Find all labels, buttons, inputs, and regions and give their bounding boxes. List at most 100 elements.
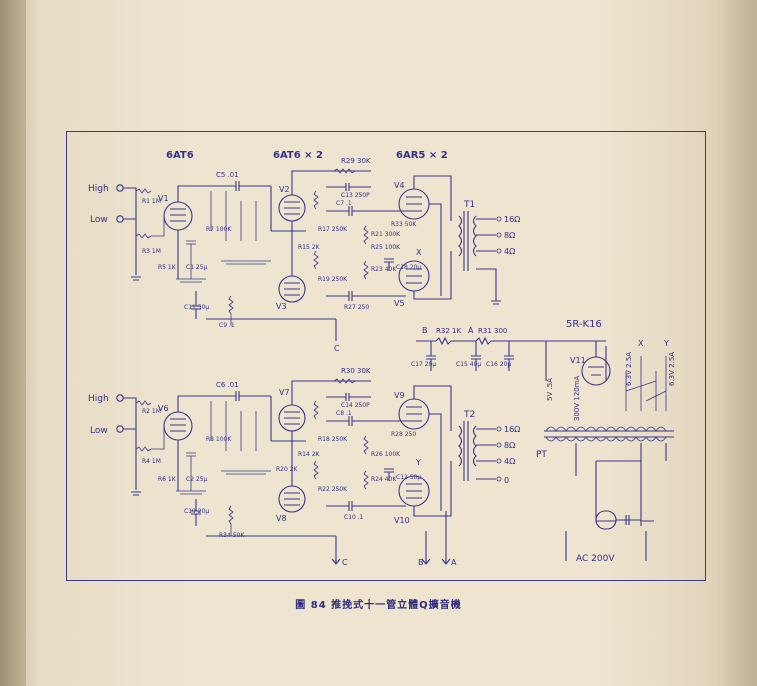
bus-b-label-b: B [418, 558, 424, 567]
r1-label: R1 1M [142, 198, 161, 205]
r2-label: R2 1M [142, 408, 161, 415]
tube-label-v10: V10 [394, 516, 410, 525]
r30-label: R30 30K [341, 367, 371, 375]
tap-8-a: 8Ω [504, 231, 515, 240]
tube-type-v2: 6AT6 × 2 [273, 150, 323, 161]
heater-63v-a-label: 6.3V 2.5A [625, 352, 633, 386]
c9-label: R27 250 [344, 304, 369, 311]
tube-label-v2: V2 [279, 185, 290, 194]
input-high-jack-b [116, 394, 124, 402]
c19-label: C19 20μ [184, 508, 209, 515]
bus-a-label-b: A [451, 558, 457, 567]
c2-label: C2 25μ [186, 476, 208, 483]
bus-c-label-a: C [334, 344, 340, 353]
c11-label: C18 20μ [396, 264, 421, 271]
figure-caption: 圖 84 推挽式十一管立體Q擴音機 [295, 600, 462, 611]
mains-label: AC 200V [576, 554, 615, 564]
c16-label: C16 20μ [486, 361, 511, 368]
r31-label: R31 300 [478, 327, 507, 335]
schematic-frame [66, 131, 706, 581]
r7-label: R7 100K [206, 226, 232, 233]
transformer-t1-label: T1 [463, 200, 475, 210]
r24-label: R24 40K [371, 476, 397, 483]
c10-label: C10 .1 [344, 514, 364, 521]
input-low-jack-b [116, 425, 124, 433]
tube-v1 [163, 201, 193, 231]
r26-label: R26 100K [371, 451, 401, 458]
input-high-jack [116, 184, 124, 192]
tube-label-v5: V5 [394, 299, 405, 308]
r4-label: R4 1M [142, 458, 161, 465]
c14-label: C14 250P [341, 402, 370, 409]
r23-label: R23 40K [371, 266, 397, 273]
r19-label: R19 250K [318, 276, 348, 283]
r17-label: R17 250K [318, 226, 348, 233]
tap-0-b: 0 [504, 476, 509, 485]
tap-16-b: 16Ω [504, 425, 520, 434]
tap-8-b: 8Ω [504, 441, 515, 450]
r27-label: R33 50K [391, 221, 417, 228]
y-tap-label: Y [415, 458, 421, 467]
heater-5v-label: 5V .5A [546, 378, 554, 401]
input-high-label: High [88, 184, 109, 194]
r33-label: C9 .1 [219, 322, 235, 329]
tap-4-a: 4Ω [504, 247, 515, 256]
r25-label: R25 100K [371, 244, 401, 251]
bus-c-label-b: C [342, 558, 348, 567]
input-low-label-b: Low [90, 426, 108, 436]
tube-label-v6: V6 [158, 404, 169, 413]
tube-label-v9: V9 [394, 391, 405, 400]
bus-a-label-top: A [468, 326, 474, 335]
r21-label: R21 300K [371, 231, 401, 238]
power-supply: B R32 1K A R31 300 C17 20μ C15 40μ C16 2… [411, 319, 676, 564]
r32-label: R32 1K [436, 327, 461, 335]
book-spine [0, 0, 26, 686]
input-low-label: Low [90, 215, 108, 225]
c5-label: C5 .01 [216, 171, 239, 179]
amplifier-schematic: 6AT6 6AT6 × 2 6AR5 × 2 High Low V1 R1 1M… [88, 150, 676, 567]
tube-v6 [163, 411, 193, 441]
r3-label: R3 1M [142, 248, 161, 255]
c6-label: C6 .01 [216, 381, 239, 389]
tube-type-v4: 6AR5 × 2 [396, 150, 448, 161]
c8-label: C8 .1 [336, 410, 352, 417]
channel-a: 6AT6 6AT6 × 2 6AR5 × 2 High Low V1 R1 1M… [88, 150, 520, 353]
input-low-jack [116, 215, 124, 223]
x-tap-label: X [416, 248, 422, 257]
r5-label: R5 1K [158, 264, 177, 271]
page-edge-shadow [717, 0, 757, 686]
r18-label: R18 250K [318, 436, 348, 443]
r22-label: R22 250K [318, 486, 348, 493]
tube-label-v8: V8 [276, 514, 287, 523]
pt-label: PT [536, 450, 547, 460]
r15-label: R15 2K [298, 244, 321, 251]
r28-label: R28 250 [391, 431, 416, 438]
tube-label-v7: V7 [279, 388, 290, 397]
tube-label-v11: V11 [570, 356, 586, 365]
tube-label-v4: V4 [394, 181, 405, 190]
mains-fuse [595, 510, 617, 530]
c13-label: C13 250P [341, 192, 370, 199]
r14-label: R14 2K [298, 451, 321, 458]
tap-4-b: 4Ω [504, 457, 515, 466]
c7-label: C7 .1 [336, 200, 352, 207]
r8-label: R8 100K [206, 436, 232, 443]
input-high-label-b: High [88, 394, 109, 404]
hv-300v-label: 300V 120mA [573, 375, 581, 421]
r6-label: R6 1K [158, 476, 177, 483]
x-heater-label: X [638, 339, 644, 348]
c17-label: C17 20μ [411, 361, 436, 368]
channel-b: High Low V6 R2 1M R4 1M R6 1K C2 25μ C6 … [88, 367, 520, 567]
r29-label: R29 30K [341, 157, 371, 165]
tube-label-v3: V3 [276, 302, 287, 311]
c18-label: C11 50μ [184, 304, 209, 311]
y-heater-label: Y [663, 339, 669, 348]
heater-63v-b-label: 6.3V 2.5A [668, 352, 676, 386]
tap-16-a: 16Ω [504, 215, 520, 224]
tube-label-v1: V1 [158, 194, 169, 203]
transformer-t2-label: T2 [463, 410, 475, 420]
c15-label: C15 40μ [456, 361, 481, 368]
c1-label: C1 25μ [186, 264, 208, 271]
r20-label: R20 2K [276, 466, 299, 473]
